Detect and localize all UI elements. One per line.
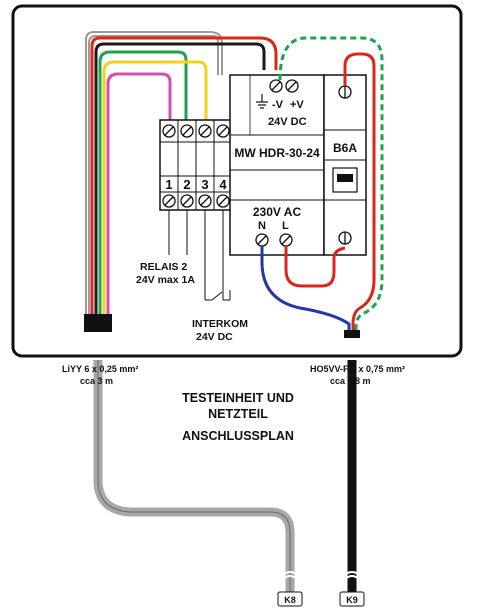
circuit-breaker: B6A — [323, 74, 367, 256]
breaker-rating: B6A — [333, 141, 357, 155]
cable-tag-k9-text: K9 — [346, 595, 358, 605]
psu-input-n: N — [258, 220, 266, 232]
psu-output-voltage: 24V DC — [268, 116, 307, 128]
cable-tag-k8: K8 — [277, 591, 303, 607]
relay-terminal-4: 4 — [219, 177, 227, 192]
signal-wire-bundle — [85, 31, 278, 316]
relay-output-leads — [168, 210, 231, 301]
cable-left-spec: LiYY 6 x 0,25 mm² — [62, 364, 138, 374]
psu-output-pos: +V — [290, 99, 304, 111]
cable-left-length: cca 3 m — [80, 376, 113, 386]
psu-input-voltage: 230V AC — [253, 205, 302, 219]
mains-wiring — [260, 36, 384, 332]
relay-terminal-3: 3 — [201, 177, 208, 192]
title-line2: NETZTEIL — [208, 407, 268, 421]
power-supply-module: -V +V 24V DC MW HDR-30-24 230V AC N L — [229, 74, 325, 256]
intercom-label-line2: 24V DC — [196, 331, 233, 343]
psu-output-neg: -V — [272, 99, 284, 111]
title-line1: TESTEINHEIT UND — [182, 391, 294, 405]
cable-break-marks — [283, 571, 359, 579]
relay-label-line2: 24V max 1A — [136, 274, 195, 286]
psu-model: MW HDR-30-24 — [234, 146, 320, 160]
intercom-label-line1: INTERKOM — [192, 318, 248, 330]
cable-gland-right — [344, 330, 360, 338]
relay-terminal-1: 1 — [165, 177, 172, 192]
relay-label-line1: RELAIS 2 — [140, 261, 187, 273]
cable-right-spec: HO5VV-F 3 x 0,75 mm² — [310, 364, 405, 374]
cable-right-length: cca 1,8 m — [330, 376, 371, 386]
cable-left-outline — [97, 360, 291, 592]
psu-input-l: L — [282, 220, 289, 232]
cable-gland-left — [84, 314, 112, 332]
relay-terminal-block: 1 2 3 4 — [159, 119, 233, 211]
cable-tag-k9: K9 — [339, 591, 365, 607]
cable-tag-k8-text: K8 — [284, 595, 296, 605]
ground-icon — [256, 94, 268, 109]
relay-terminal-2: 2 — [183, 177, 190, 192]
title-line3: ANSCHLUSSPLAN — [182, 429, 294, 443]
